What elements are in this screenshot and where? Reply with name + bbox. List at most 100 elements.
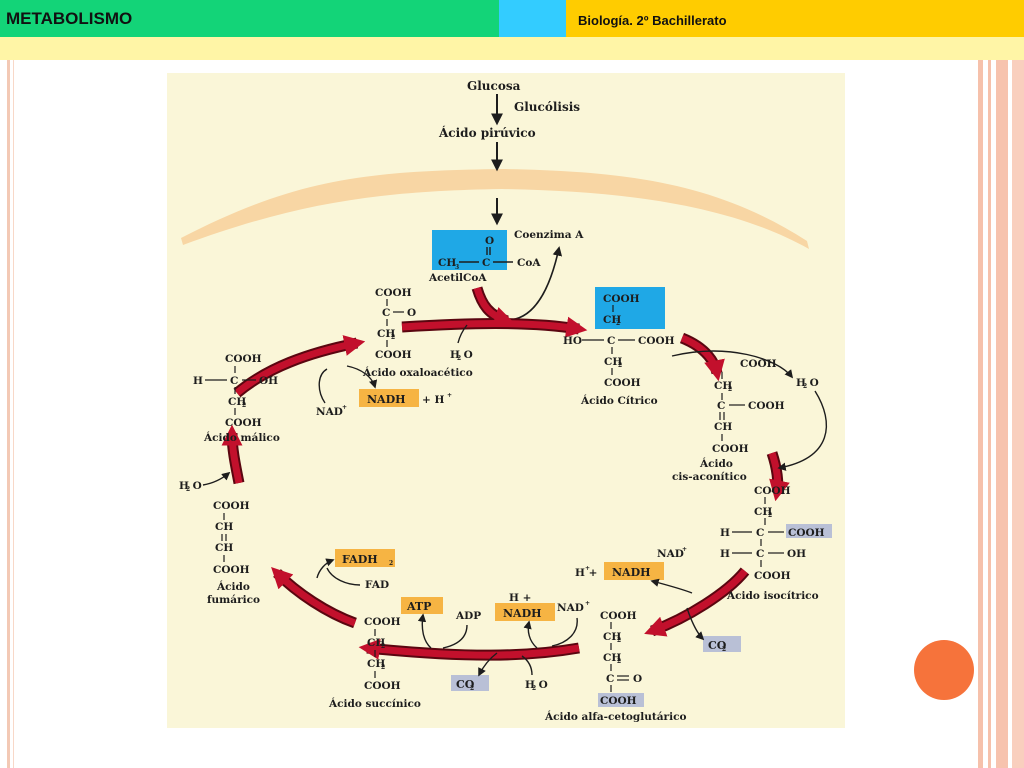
fumaric-acid-label-1: Ácido (216, 579, 250, 593)
svg-text:2: 2 (616, 320, 620, 327)
isocitric-cooh-highlight (786, 524, 832, 538)
citric-ch: CH (603, 314, 621, 326)
right-border-stripe-4 (1012, 60, 1024, 768)
malic-c: C (230, 375, 238, 387)
water-label-2: H O (796, 377, 819, 389)
formula-subscripts: 3 2 2 2 2 2 2 2 2 2 2 2 2 2 2 2 2 2 + + … (186, 264, 807, 692)
succinic-acid-label: Ácido succínico (328, 696, 421, 710)
isocitric-oh: OH (787, 548, 806, 560)
left-border-line (7, 60, 10, 768)
svg-text:2: 2 (391, 334, 395, 341)
h-plus-label-2: H + (509, 592, 531, 604)
co2-box-1 (703, 636, 741, 652)
aconitic-ch: CH (714, 380, 732, 392)
svg-text:2: 2 (532, 685, 536, 692)
coenzyme-a-label: Coenzima A (514, 229, 584, 241)
glucose-label: Glucosa (467, 79, 521, 93)
water-out-arrow (671, 350, 794, 379)
pyruvic-acid-label: Ácido pirúvico (438, 125, 536, 140)
fumaric-acid-label-2: fumárico (207, 594, 260, 606)
aconitic-acid-label-2: cis-aconítico (672, 471, 747, 483)
krebs-cycle-figure: Glucosa Glucólisis Ácido pirúvico O CH C… (167, 73, 845, 728)
nadh-box-1 (604, 562, 664, 580)
fumaric-l1: COOH (213, 500, 250, 512)
krebs-cycle-diagram: Glucosa Glucólisis Ácido pirúvico O CH C… (179, 79, 832, 723)
fumaric-l4: COOH (213, 564, 250, 576)
ketoglutaric-cooh-highlight (598, 693, 644, 707)
svg-text:2: 2 (381, 664, 385, 671)
oxaloacetic-l4: COOH (375, 349, 412, 361)
ketoglutaric-ch: CH (603, 631, 621, 643)
water-in-arrow (777, 390, 828, 471)
svg-text:2: 2 (618, 362, 622, 369)
isocitric-h2: H (720, 548, 730, 560)
svg-text:2: 2 (728, 386, 732, 393)
aconitic-acid-label-1: Ácido (699, 456, 733, 470)
cycle-arrows (221, 286, 790, 661)
slide-subtitle: Biología. 2º Bachillerato (578, 13, 727, 28)
adp-label: ADP (455, 610, 481, 622)
header-band (0, 37, 1024, 60)
fad-label: FAD (365, 579, 389, 591)
oxaloacetic-o: O (407, 307, 416, 319)
ketoglutaric-ch-2: CH (603, 652, 621, 664)
isocitric-ch: CH (754, 506, 772, 518)
svg-text:2: 2 (381, 643, 385, 650)
svg-text:2: 2 (617, 637, 621, 644)
nadh-label-2: NADH (503, 607, 542, 620)
isocitric-cooh: COOH (788, 527, 825, 539)
succinic-ch: CH (367, 637, 385, 649)
nad-label-1: NAD (657, 548, 684, 560)
citric-acid-box (595, 287, 665, 329)
malic-l1: COOH (225, 353, 262, 365)
isocitric-h1: H (720, 527, 730, 539)
citric-l1: COOH (603, 293, 640, 305)
svg-text:+: + (682, 546, 687, 553)
nadh-label-1: NADH (612, 566, 651, 579)
svg-text:2: 2 (186, 486, 190, 493)
malic-h: H (193, 375, 203, 387)
nadh-label-3: NADH (367, 393, 406, 406)
header-yellow-block (566, 0, 1024, 37)
svg-text:2: 2 (457, 355, 461, 362)
acetylcoa-box (432, 230, 507, 270)
isocitric-acid-label: Ácido isocítrico (726, 588, 819, 602)
oxaloacetic-l1: COOH (375, 287, 412, 299)
h-plus-label-1: H + (575, 567, 597, 579)
fumaric-ch-2: CH (215, 542, 233, 554)
acetylcoa-label: AcetilCoA (428, 272, 487, 284)
oxaloacetic-ch: CH (377, 328, 395, 340)
svg-text:+: + (342, 404, 347, 411)
isocitric-c1: C (756, 527, 764, 539)
aconitic-l1: COOH (740, 358, 777, 370)
co2-box-2 (451, 675, 489, 691)
nad-label-2: NAD (557, 602, 584, 614)
citric-acid-label: Ácido Cítrico (580, 393, 658, 407)
malic-oh: OH (259, 375, 278, 387)
svg-text:+: + (585, 565, 590, 572)
mitochondrial-membrane (181, 169, 809, 249)
oxaloacetic-c: C (382, 307, 390, 319)
atp-label: ATP (406, 600, 431, 613)
co2-label-1: CO (708, 639, 727, 652)
isocitric-l1: COOH (754, 485, 791, 497)
left-border-line-2 (13, 60, 14, 768)
fadh-label: FADH (342, 553, 378, 566)
water-label-3: H O (525, 679, 548, 691)
oxaloacetic-acid-label: Ácido oxaloacético (362, 365, 473, 379)
h-plus-label-3: + H (422, 394, 444, 406)
nadh-box-2 (495, 603, 555, 621)
svg-text:2: 2 (617, 658, 621, 665)
header-green-block (0, 0, 499, 37)
fadh-box (335, 549, 395, 567)
acetylcoa-oxygen: O (485, 235, 494, 247)
acetylcoa-ch: CH (438, 257, 456, 269)
citric-ho: HO (563, 335, 582, 347)
slide-title: METABOLISMO (6, 9, 133, 28)
ketoglutaric-o: O (633, 673, 642, 685)
header-cyan-block (499, 0, 566, 37)
citric-c: C (607, 335, 615, 347)
svg-text:+: + (447, 392, 452, 399)
svg-text:2: 2 (470, 685, 474, 692)
ketoglutaric-l1: COOH (600, 610, 637, 622)
